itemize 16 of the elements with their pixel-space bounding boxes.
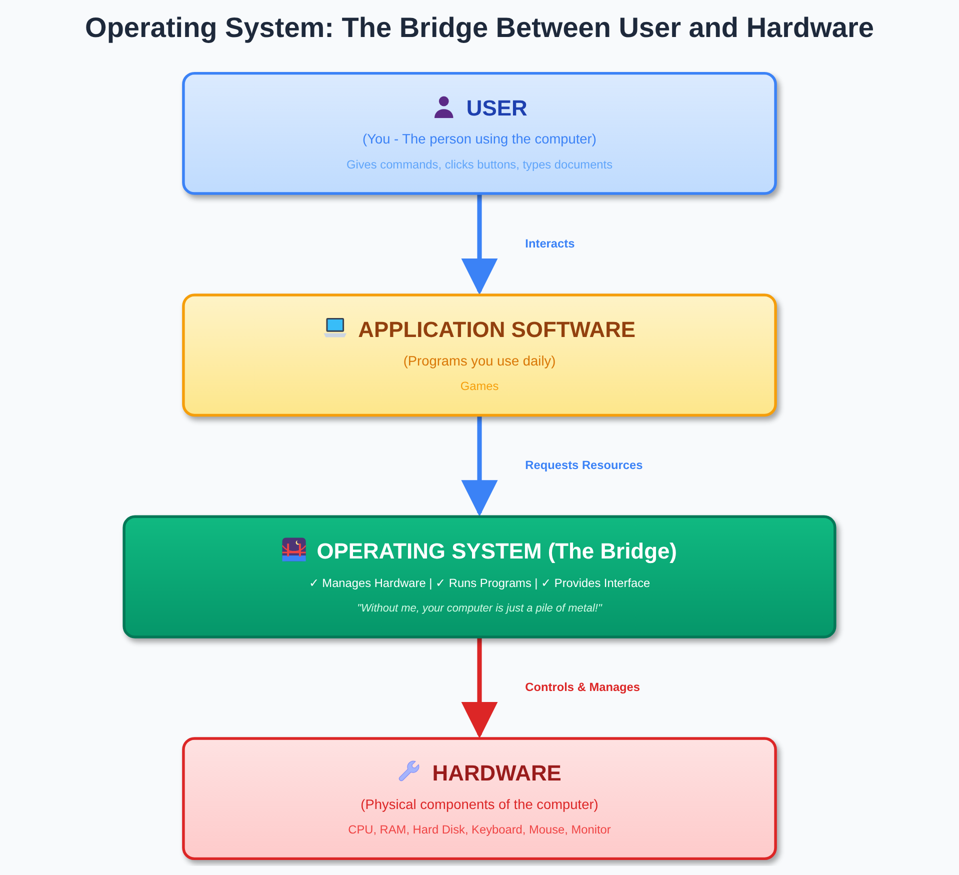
diagram-title: Operating System: The Bridge Between User and Hardware <box>85 12 874 43</box>
node-title: USER <box>466 96 528 121</box>
node-title: APPLICATION SOFTWARE <box>358 318 636 342</box>
node-details: Games <box>460 378 499 392</box>
node-title: OPERATING SYSTEM (The Bridge) <box>316 539 677 564</box>
feature-list: ✓ Manages Hardware | ✓ Runs Programs | ✓ Provides Interface <box>308 576 650 590</box>
quote-text: "Without me, your computer is just a pile of metal!" <box>357 601 602 614</box>
node-details: Gives commands, clicks buttons, types documents <box>346 157 613 171</box>
node-subtitle: (You - The person using the computer) <box>362 131 596 147</box>
node-details: CPU, RAM, Hard Disk, Keyboard, Mouse, Monitor <box>348 822 611 836</box>
node-title: HARDWARE <box>432 761 562 786</box>
arrow <box>461 415 498 517</box>
node-subtitle: (Programs you use daily) <box>403 353 556 369</box>
node-subtitle: (Physical components of the computer) <box>360 796 598 812</box>
arrow <box>461 637 498 738</box>
arrow <box>461 194 498 295</box>
